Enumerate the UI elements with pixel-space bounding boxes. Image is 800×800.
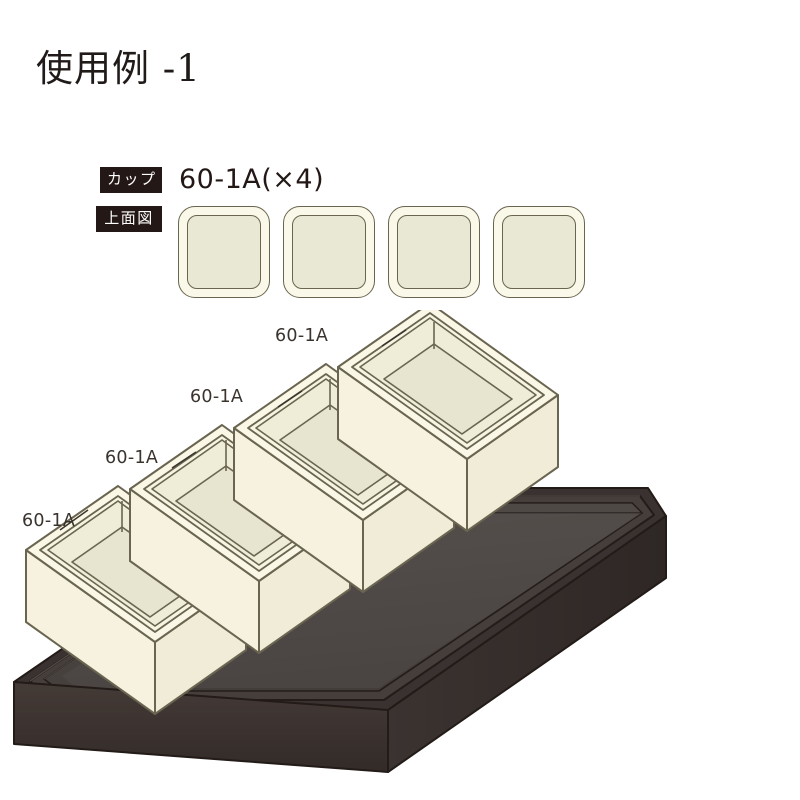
topview-cup-1 — [178, 206, 270, 298]
badge-cup: カップ — [100, 166, 162, 193]
tray-right-wall — [387, 515, 667, 773]
cup-2-leader-line — [171, 451, 197, 469]
topview-cup-3 — [388, 206, 480, 298]
cup-4 — [337, 310, 559, 532]
cup-4-label: 60-1A — [275, 326, 328, 346]
cup-model-value: 60-1A(×4) — [179, 164, 325, 195]
topview-cup-row — [178, 206, 585, 298]
badge-topview: 上面図 — [96, 206, 162, 232]
topview-cup-2 — [283, 206, 375, 298]
cup-callouts: 60-1A 60-1A 60-1A 60-1A — [22, 326, 407, 531]
cup-1-label: 60-1A — [22, 511, 75, 531]
cup-3-leader-line — [277, 390, 303, 408]
cup-2-label: 60-1A — [105, 448, 158, 468]
cup-4-leader-line — [381, 329, 407, 347]
page-title: 使用例 -1 — [36, 47, 201, 90]
cup-3-label: 60-1A — [190, 387, 243, 407]
cup-4-inner-bottom — [383, 343, 513, 435]
spec-row-cup: カップ 60-1A(×4) — [100, 164, 324, 195]
topview-cup-4 — [493, 206, 585, 298]
cup-1-leader-line — [59, 509, 89, 531]
spec-row-topview: 上面図 — [96, 206, 162, 232]
isometric-illustration: 60-1A 60-1A 60-1A 60-1A — [0, 310, 800, 780]
